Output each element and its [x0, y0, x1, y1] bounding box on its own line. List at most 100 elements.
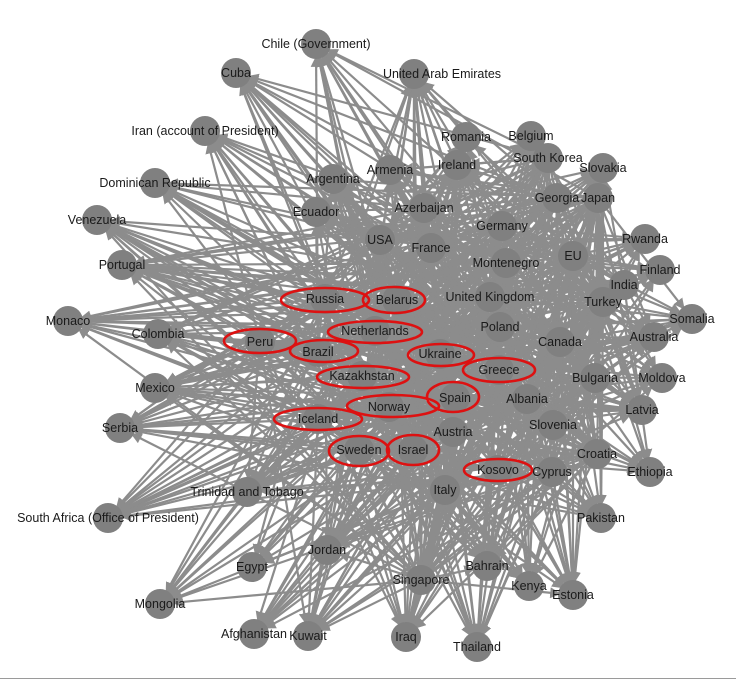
edge-brazil-iraq — [316, 351, 405, 626]
node-venezuela[interactable] — [82, 205, 112, 235]
node-spain[interactable] — [440, 383, 470, 413]
node-turkey[interactable] — [588, 287, 618, 317]
node-greece[interactable] — [484, 355, 514, 385]
node-moldova[interactable] — [647, 363, 677, 393]
node-portugal[interactable] — [107, 250, 137, 280]
edge-usa-poland — [379, 239, 501, 328]
node-jordan[interactable] — [312, 535, 342, 565]
edge-croatia-kenya — [533, 453, 598, 576]
node-russia[interactable] — [310, 284, 340, 314]
node-norway[interactable] — [374, 392, 404, 422]
node-india[interactable] — [609, 270, 639, 300]
node-ukraine[interactable] — [425, 339, 455, 369]
node-colombia[interactable] — [143, 319, 173, 349]
node-slovenia[interactable] — [538, 410, 568, 440]
node-kenya[interactable] — [514, 571, 544, 601]
node-uk[interactable] — [475, 282, 505, 312]
node-slovakia[interactable] — [588, 153, 618, 183]
node-canada[interactable] — [545, 327, 575, 357]
node-southafrica[interactable] — [93, 503, 123, 533]
node-germany[interactable] — [487, 211, 517, 241]
node-ireland[interactable] — [442, 150, 472, 180]
node-label-uae: United Arab Emirates — [383, 67, 501, 81]
node-japan[interactable] — [583, 183, 613, 213]
node-albania[interactable] — [512, 384, 542, 414]
node-dominican[interactable] — [140, 168, 170, 198]
node-usa[interactable] — [365, 225, 395, 255]
edge-turkey-pakistan — [595, 301, 607, 507]
node-rwanda[interactable] — [630, 224, 660, 254]
node-kosovo[interactable] — [483, 455, 513, 485]
node-thailand[interactable] — [462, 632, 492, 662]
highlight-ukraine — [406, 342, 476, 368]
node-somalia[interactable] — [677, 304, 707, 334]
node-brazil[interactable] — [303, 337, 333, 367]
bottom-border — [0, 678, 736, 679]
node-belarus[interactable] — [382, 285, 412, 315]
node-label-rwanda: Rwanda — [622, 232, 668, 246]
node-egypt[interactable] — [237, 552, 267, 582]
node-netherlands[interactable] — [360, 316, 390, 346]
edge-brazil-mongolia — [165, 351, 319, 594]
edge-peru-southafrica — [115, 341, 261, 509]
node-georgia[interactable] — [542, 183, 572, 213]
node-finland[interactable] — [645, 255, 675, 285]
node-mexico[interactable] — [140, 373, 170, 403]
highlight-kazakhstan — [315, 364, 411, 390]
node-latvia[interactable] — [627, 395, 657, 425]
node-label-slovakia: Slovakia — [579, 161, 626, 175]
node-southkorea[interactable] — [533, 143, 563, 173]
edge-israel-kuwait — [313, 449, 414, 626]
node-estonia[interactable] — [558, 580, 588, 610]
node-label-southafrica: South Africa (Office of President) — [17, 511, 199, 525]
node-bulgaria[interactable] — [580, 363, 610, 393]
node-kuwait[interactable] — [293, 621, 323, 651]
node-ethiopia[interactable] — [635, 457, 665, 487]
node-mongolia[interactable] — [145, 589, 175, 619]
node-montenegro[interactable] — [491, 248, 521, 278]
node-belgium[interactable] — [516, 121, 546, 151]
node-iceland[interactable] — [303, 404, 333, 434]
node-singapore[interactable] — [406, 565, 436, 595]
node-israel[interactable] — [398, 435, 428, 465]
node-monaco[interactable] — [53, 306, 83, 336]
node-label-armenia: Armenia — [367, 163, 414, 177]
node-label-turkey: Turkey — [584, 295, 622, 309]
edge-poland-sweden — [358, 326, 501, 451]
node-romania[interactable] — [451, 122, 481, 152]
node-label-italy: Italy — [434, 483, 458, 497]
node-sweden[interactable] — [344, 435, 374, 465]
node-eu[interactable] — [558, 241, 588, 271]
node-label-israel: Israel — [398, 443, 429, 457]
node-chile[interactable] — [301, 29, 331, 59]
node-peru[interactable] — [245, 327, 275, 357]
edge-azerbaijan-ecuador — [327, 205, 425, 217]
node-armenia[interactable] — [375, 155, 405, 185]
node-label-peru: Peru — [247, 335, 273, 349]
node-cuba[interactable] — [221, 58, 251, 88]
node-iraq[interactable] — [391, 622, 421, 652]
node-australia[interactable] — [639, 322, 669, 352]
node-serbia[interactable] — [105, 413, 135, 443]
edge-usa-colombia — [168, 238, 381, 331]
node-bahrain[interactable] — [472, 551, 502, 581]
node-ecuador[interactable] — [301, 197, 331, 227]
node-afghanistan[interactable] — [239, 619, 269, 649]
node-azerbaijan[interactable] — [409, 193, 439, 223]
node-trinidad[interactable] — [232, 477, 262, 507]
node-pakistan[interactable] — [586, 503, 616, 533]
node-kazakhstan[interactable] — [347, 361, 377, 391]
node-cyprus[interactable] — [537, 457, 567, 487]
node-iran[interactable] — [190, 116, 220, 146]
node-poland[interactable] — [485, 312, 515, 342]
node-label-ukraine: Ukraine — [418, 347, 461, 361]
node-austria[interactable] — [438, 417, 468, 447]
node-argentina[interactable] — [318, 164, 348, 194]
node-croatia[interactable] — [582, 439, 612, 469]
node-label-pakistan: Pakistan — [577, 511, 625, 525]
node-italy[interactable] — [430, 475, 460, 505]
node-uae[interactable] — [399, 59, 429, 89]
node-label-romania: Romania — [441, 130, 491, 144]
node-france[interactable] — [416, 233, 446, 263]
